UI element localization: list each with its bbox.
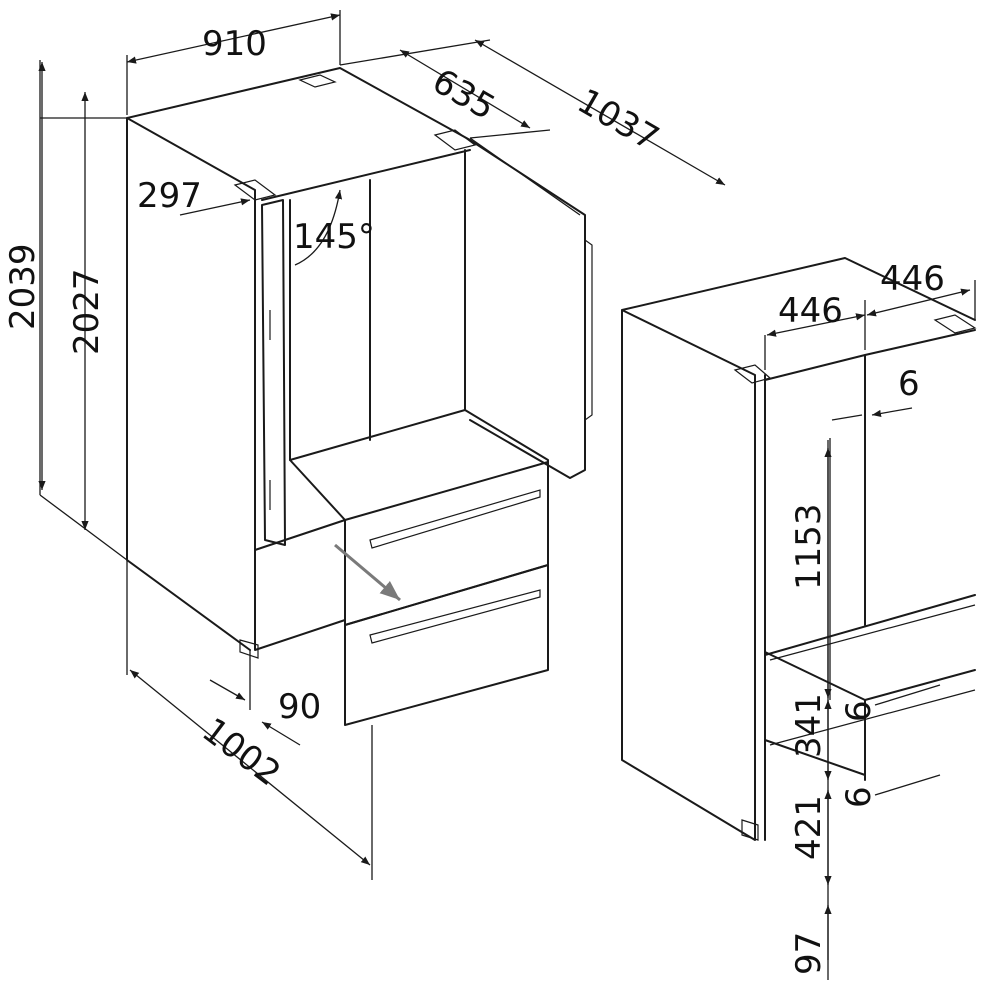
depth-open-label: 1037 [571, 81, 666, 159]
height-body-label: 2027 [67, 268, 107, 355]
fridge-open-view [126, 67, 593, 726]
width-label: 910 [202, 24, 267, 64]
door-width-left-label: 446 [778, 291, 843, 331]
drawer-upper-height-label: 341 [789, 693, 829, 758]
drawer-gap-2-label: 6 [839, 786, 879, 808]
depth-drawer-open-label: 1002 [195, 710, 288, 794]
drawer-gap-1-label: 6 [839, 700, 879, 722]
door-width-right-label: 446 [880, 259, 945, 299]
door-height-label: 1153 [789, 503, 829, 590]
closed-view-dimensions: 446 446 6 1153 6 341 6 421 97 [764, 259, 976, 980]
door-angle-label: 145° [293, 217, 375, 257]
depth-body-label: 635 [426, 61, 502, 128]
door-gap-label: 6 [898, 364, 920, 404]
pull-out-arrow [334, 543, 401, 602]
height-total-label: 2039 [3, 243, 43, 330]
drawer-lower-height-label: 421 [789, 795, 829, 860]
drawer-offset-label: 90 [278, 687, 321, 727]
fridge-closed-view [621, 257, 977, 841]
open-view-dimensions: 910 635 1037 297 145° 2039 2027 1002 90 [3, 10, 726, 880]
door-clearance-label: 297 [137, 176, 202, 216]
plinth-height-label: 97 [789, 932, 829, 975]
